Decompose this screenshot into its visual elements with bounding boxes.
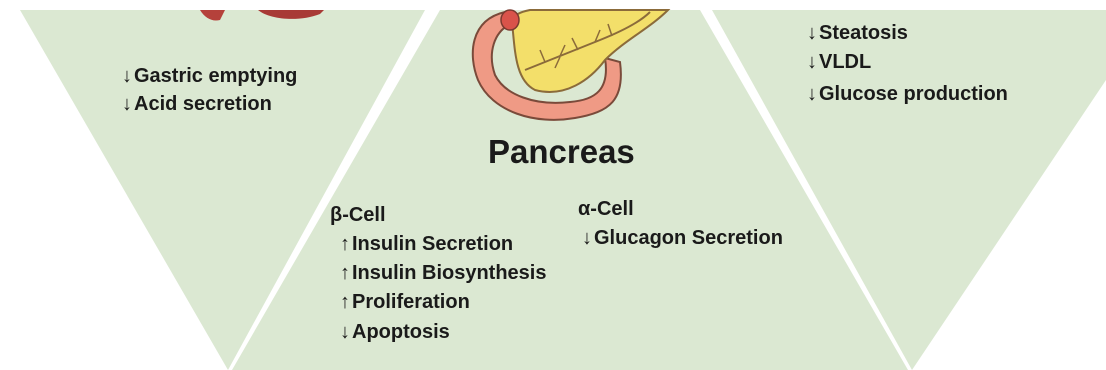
up-arrow-icon: ↑ <box>340 234 350 254</box>
beta-effect-2: ↑Insulin Biosynthesis <box>340 263 546 283</box>
up-arrow-icon: ↑ <box>340 292 350 312</box>
effect-label: Proliferation <box>352 291 470 313</box>
down-arrow-icon: ↓ <box>807 52 817 72</box>
beta-effect-3: ↑Proliferation <box>340 292 470 312</box>
down-arrow-icon: ↓ <box>122 66 132 86</box>
stomach-effect-2: ↓Acid secretion <box>122 94 272 114</box>
effect-label: Glucagon Secretion <box>594 227 783 249</box>
down-arrow-icon: ↓ <box>807 23 817 43</box>
effect-label: Gastric emptying <box>134 65 297 87</box>
alpha-effect-1: ↓Glucagon Secretion <box>582 228 783 248</box>
effect-label: Glucose production <box>819 83 1008 105</box>
effect-label: Apoptosis <box>352 321 450 343</box>
effect-label: Insulin Biosynthesis <box>352 262 546 284</box>
liver-effect-1: ↓Steatosis <box>807 23 908 43</box>
stomach-effect-1: ↓Gastric emptying <box>122 66 297 86</box>
beta-cell-label: β-Cell <box>330 205 386 225</box>
beta-effect-1: ↑Insulin Secretion <box>340 234 513 254</box>
liver-effect-3: ↓Glucose production <box>807 84 1008 104</box>
alpha-cell-label: α-Cell <box>578 199 634 219</box>
down-arrow-icon: ↓ <box>122 94 132 114</box>
down-arrow-icon: ↓ <box>807 84 817 104</box>
pancreas-title: Pancreas <box>488 135 635 168</box>
up-arrow-icon: ↑ <box>340 263 350 283</box>
beta-effect-4: ↓Apoptosis <box>340 322 450 342</box>
effect-label: Insulin Secretion <box>352 233 513 255</box>
liver-effect-2: ↓VLDL <box>807 52 871 72</box>
effect-label: VLDL <box>819 51 871 73</box>
effect-label: Steatosis <box>819 22 908 44</box>
down-arrow-icon: ↓ <box>582 228 592 248</box>
down-arrow-icon: ↓ <box>340 322 350 342</box>
effect-label: Acid secretion <box>134 93 272 115</box>
